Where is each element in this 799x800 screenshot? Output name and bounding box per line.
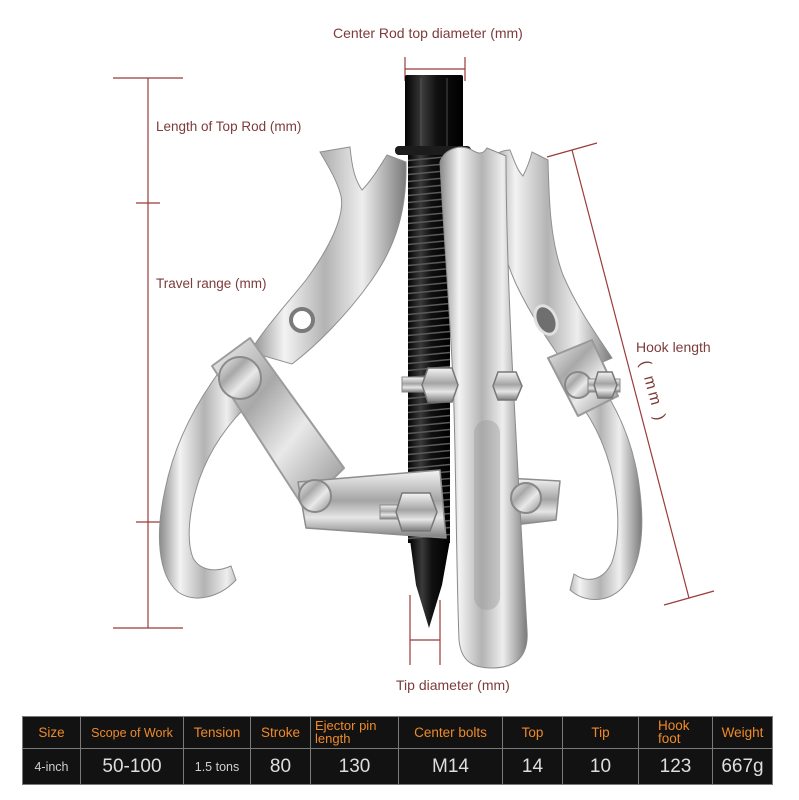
value-ejector-pin-length: 130	[311, 749, 399, 784]
value-weight: 667g	[721, 755, 764, 777]
right-jaw-upper	[487, 149, 613, 376]
value-hook-foot: 123	[639, 749, 713, 784]
value-center-bolts: M14	[399, 749, 503, 784]
middle-bolt	[401, 367, 523, 403]
value-scope-of-work: 50-100	[81, 749, 184, 784]
center-rod-top-diameter-label: Center Rod top diameter (mm)	[333, 25, 523, 41]
value-tip: 10	[563, 749, 639, 784]
header-hook-foot: Hook foot	[639, 717, 713, 749]
right-jaw-hook	[561, 359, 643, 600]
header-tension: Tension	[184, 717, 251, 749]
header-size: Size	[23, 717, 81, 749]
header-weight: Weight	[713, 717, 772, 749]
center-jaw-groove	[474, 420, 500, 610]
header-center-bolts: Center bolts	[399, 717, 503, 749]
header-tip: Tip	[563, 717, 639, 749]
spec-table: Size Scope of Work Tension Stroke Ejecto…	[22, 716, 773, 785]
yoke-boss	[298, 479, 332, 513]
top-rod-length-dimension	[113, 77, 183, 629]
top-rod-length-label: Length of Top Rod (mm)	[156, 119, 302, 134]
hook-length-label: Hook length	[636, 339, 711, 355]
tip-diameter-label: Tip diameter (mm)	[396, 677, 510, 693]
travel-range-label: Travel range (mm)	[156, 276, 267, 291]
left-pivot-rivet	[218, 356, 262, 400]
left-jaw-hook	[158, 367, 254, 599]
lower-bolt	[379, 482, 542, 532]
header-top: Top	[503, 717, 563, 749]
value-size: 4-inch	[23, 749, 81, 784]
left-jaw-upper	[249, 146, 407, 365]
value-tension: 1.5 tons	[184, 749, 251, 784]
hook-length-dimension	[546, 142, 715, 606]
right-jaw-slot	[533, 304, 559, 336]
value-stroke: 80	[251, 749, 311, 784]
tip-diameter-dimension	[409, 595, 441, 665]
left-jaw-hole	[289, 307, 315, 333]
header-scope-of-work: Scope of Work	[81, 717, 184, 749]
right-bolt	[564, 371, 621, 399]
header-ejector-pin-length: Ejector pin length	[311, 717, 399, 749]
header-stroke: Stroke	[251, 717, 311, 749]
value-top: 14	[503, 749, 563, 784]
